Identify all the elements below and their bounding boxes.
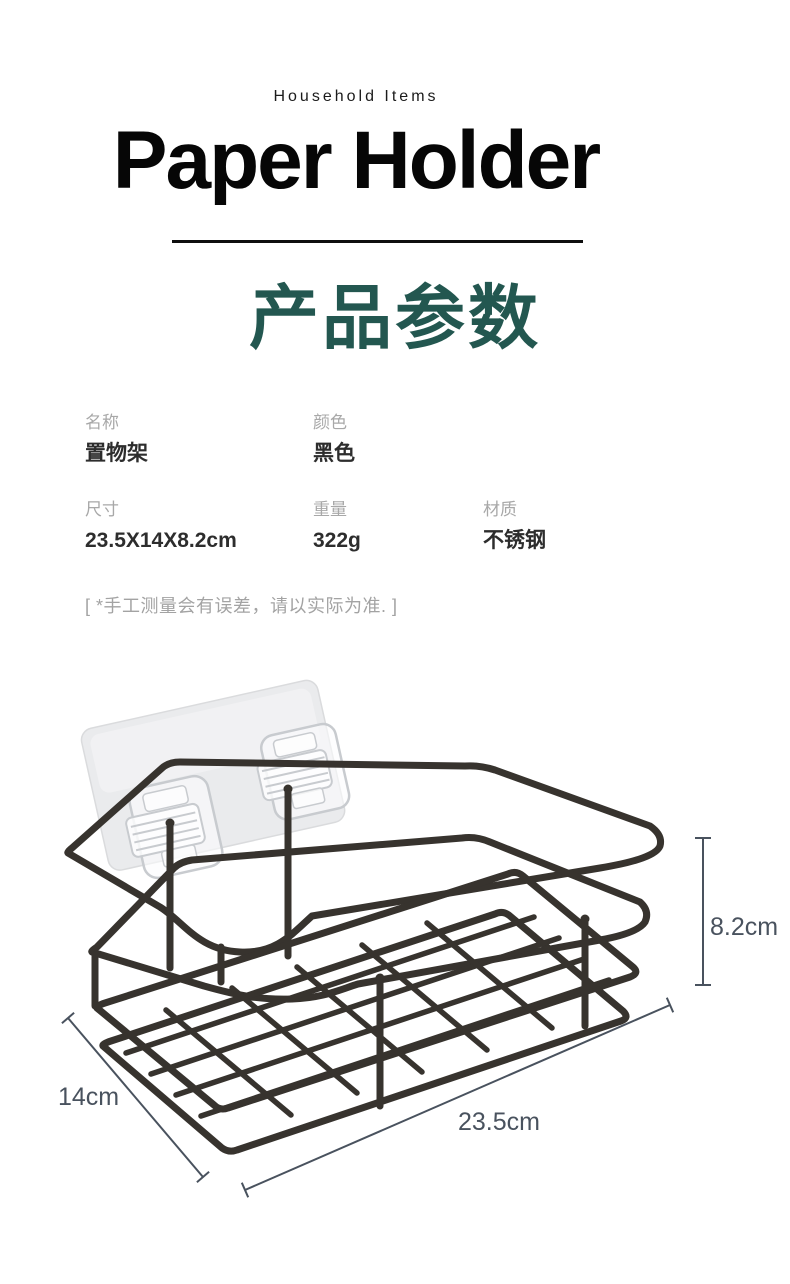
spec-color: 颜色 黑色 bbox=[313, 414, 355, 464]
spec-weight: 重量 322g bbox=[313, 501, 361, 551]
spec-material: 材质 不锈钢 bbox=[483, 501, 546, 551]
spec-value: 黑色 bbox=[313, 442, 355, 465]
basket-wireframe bbox=[64, 758, 664, 1155]
title-divider bbox=[172, 240, 583, 243]
spec-value: 不锈钢 bbox=[483, 529, 546, 552]
spec-label: 名称 bbox=[85, 413, 119, 432]
height-dimension-label: 8.2cm bbox=[710, 913, 778, 941]
width-dimension-label: 23.5cm bbox=[458, 1108, 540, 1136]
bottom-grid bbox=[123, 914, 612, 1119]
spec-value: 322g bbox=[313, 529, 361, 552]
depth-dimension-label: 14cm bbox=[58, 1083, 119, 1111]
spec-label: 尺寸 bbox=[85, 500, 119, 519]
page-title: Paper Holder bbox=[112, 115, 601, 206]
dimension-line-height bbox=[695, 837, 711, 986]
dimension-line-depth bbox=[61, 1012, 210, 1183]
spec-name: 名称 置物架 bbox=[85, 414, 148, 464]
dimension-line-width bbox=[240, 997, 675, 1198]
category-label: Household Items bbox=[273, 88, 439, 105]
spec-size: 尺寸 23.5X14X8.2cm bbox=[85, 501, 237, 551]
spec-label: 材质 bbox=[483, 500, 517, 519]
measurement-disclaimer: [ *手工测量会有误差，请以实际为准. ] bbox=[85, 596, 398, 616]
dimension-labels: 8.2cm 14cm 23.5cm bbox=[58, 913, 778, 1136]
spec-value: 23.5X14X8.2cm bbox=[85, 529, 237, 552]
section-title: 产品参数 bbox=[249, 279, 541, 357]
product-image: 8.2cm 14cm 23.5cm bbox=[58, 679, 778, 1198]
spec-value: 置物架 bbox=[85, 442, 148, 465]
post-caps bbox=[165, 784, 590, 983]
spec-label: 颜色 bbox=[313, 413, 347, 432]
spec-label: 重量 bbox=[313, 500, 347, 519]
dimension-lines bbox=[61, 837, 711, 1198]
